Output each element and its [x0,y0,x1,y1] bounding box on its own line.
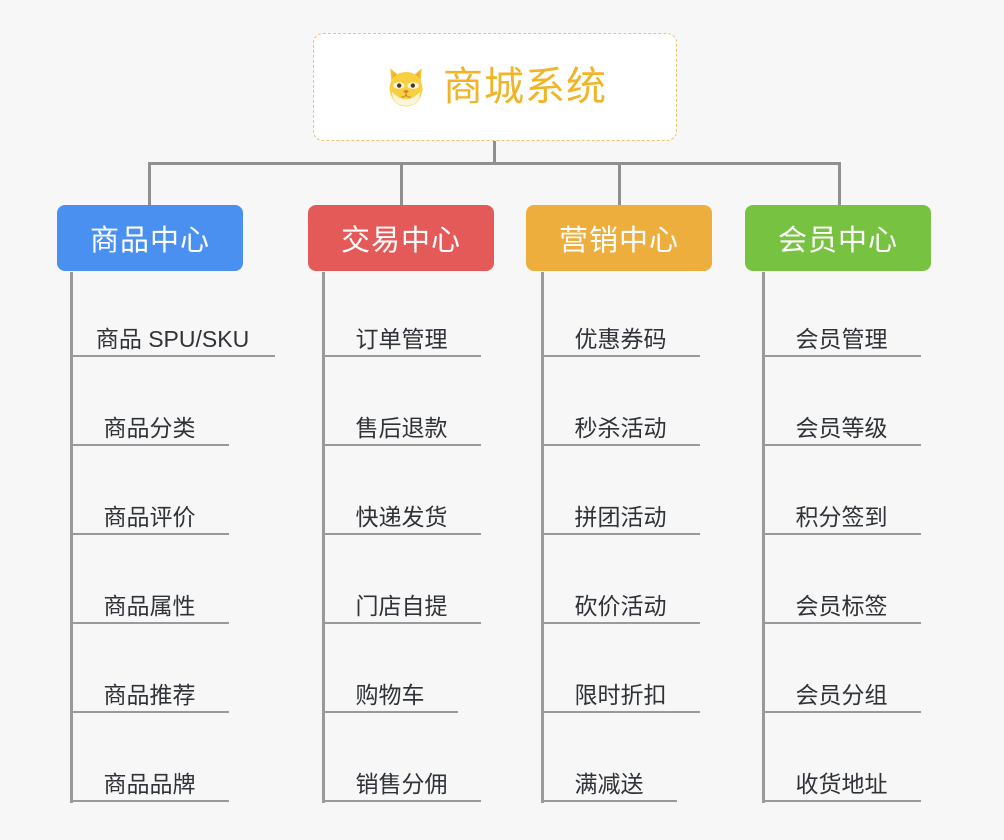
leaf-item[interactable]: 会员分组 [762,628,921,713]
leaf-item[interactable]: 会员等级 [762,361,921,446]
root-node[interactable]: 商城系统 [313,33,677,141]
leaf-label: 会员管理 [795,325,888,352]
drop-connector-3 [618,162,621,207]
drop-connector-4 [838,162,841,207]
leaf-label: 售后退款 [355,414,448,441]
branch-spine [322,272,325,803]
leaf-label: 门店自提 [355,592,448,619]
branch-spine [762,272,765,803]
leaf-label: 收货地址 [795,770,888,797]
category-label: 交易中心 [340,225,461,257]
leaf-label: 秒杀活动 [574,414,667,441]
leaf-item[interactable]: 门店自提 [322,539,481,624]
leaf-item[interactable]: 积分签到 [762,450,921,535]
leaf-label: 满减送 [574,770,644,797]
leaf-item[interactable]: 商品 SPU/SKU [70,272,275,357]
leaf-label: 积分签到 [795,503,888,530]
leaf-label: 会员标签 [795,592,888,619]
leaf-label: 商品品牌 [103,770,196,797]
root-title: 商城系统 [443,65,607,109]
leaf-item[interactable]: 订单管理 [322,272,481,357]
leaf-label: 商品分类 [103,414,196,441]
leaf-item[interactable]: 会员标签 [762,539,921,624]
category-box-2[interactable]: 营销中心 [526,205,712,271]
leaf-label: 商品推荐 [103,681,196,708]
leaf-item[interactable]: 快递发货 [322,450,481,535]
leaf-item[interactable]: 优惠券码 [541,272,700,357]
leaf-item[interactable]: 秒杀活动 [541,361,700,446]
leaf-label: 商品属性 [103,592,196,619]
drop-connector-2 [400,162,403,207]
leaf-item[interactable]: 满减送 [541,717,677,802]
leaf-label: 快递发货 [355,503,448,530]
category-box-3[interactable]: 会员中心 [745,205,931,271]
shiba-inu-dog-face-icon [389,68,423,107]
leaf-label: 会员分组 [795,681,888,708]
leaf-label: 优惠券码 [574,325,667,352]
leaf-item[interactable]: 购物车 [322,628,458,713]
leaf-label: 销售分佣 [355,770,448,797]
leaf-item[interactable]: 商品推荐 [70,628,229,713]
leaf-item[interactable]: 限时折扣 [541,628,700,713]
branch-spine [541,272,544,803]
leaf-label: 商品 SPU/SKU [95,325,250,352]
root-stem-connector [493,141,496,165]
leaf-item[interactable]: 收货地址 [762,717,921,802]
drop-connector-1 [148,162,151,207]
category-box-0[interactable]: 商品中心 [57,205,243,271]
leaf-item[interactable]: 售后退款 [322,361,481,446]
leaf-item[interactable]: 商品分类 [70,361,229,446]
leaf-item[interactable]: 砍价活动 [541,539,700,624]
category-label: 营销中心 [558,225,679,257]
category-label: 会员中心 [777,225,898,257]
leaf-item[interactable]: 拼团活动 [541,450,700,535]
leaf-label: 会员等级 [795,414,888,441]
leaf-label: 商品评价 [103,503,196,530]
leaf-item[interactable]: 商品属性 [70,539,229,624]
leaf-item[interactable]: 销售分佣 [322,717,481,802]
category-box-1[interactable]: 交易中心 [308,205,494,271]
leaf-item[interactable]: 商品评价 [70,450,229,535]
leaf-label: 限时折扣 [574,681,667,708]
category-span-connector [148,162,841,165]
leaf-label: 订单管理 [355,325,448,352]
leaf-label: 拼团活动 [574,503,667,530]
leaf-item[interactable]: 会员管理 [762,272,921,357]
leaf-label: 砍价活动 [574,592,667,619]
branch-spine [70,272,73,803]
category-label: 商品中心 [89,225,210,257]
leaf-label: 购物车 [355,681,425,708]
leaf-item[interactable]: 商品品牌 [70,717,229,802]
